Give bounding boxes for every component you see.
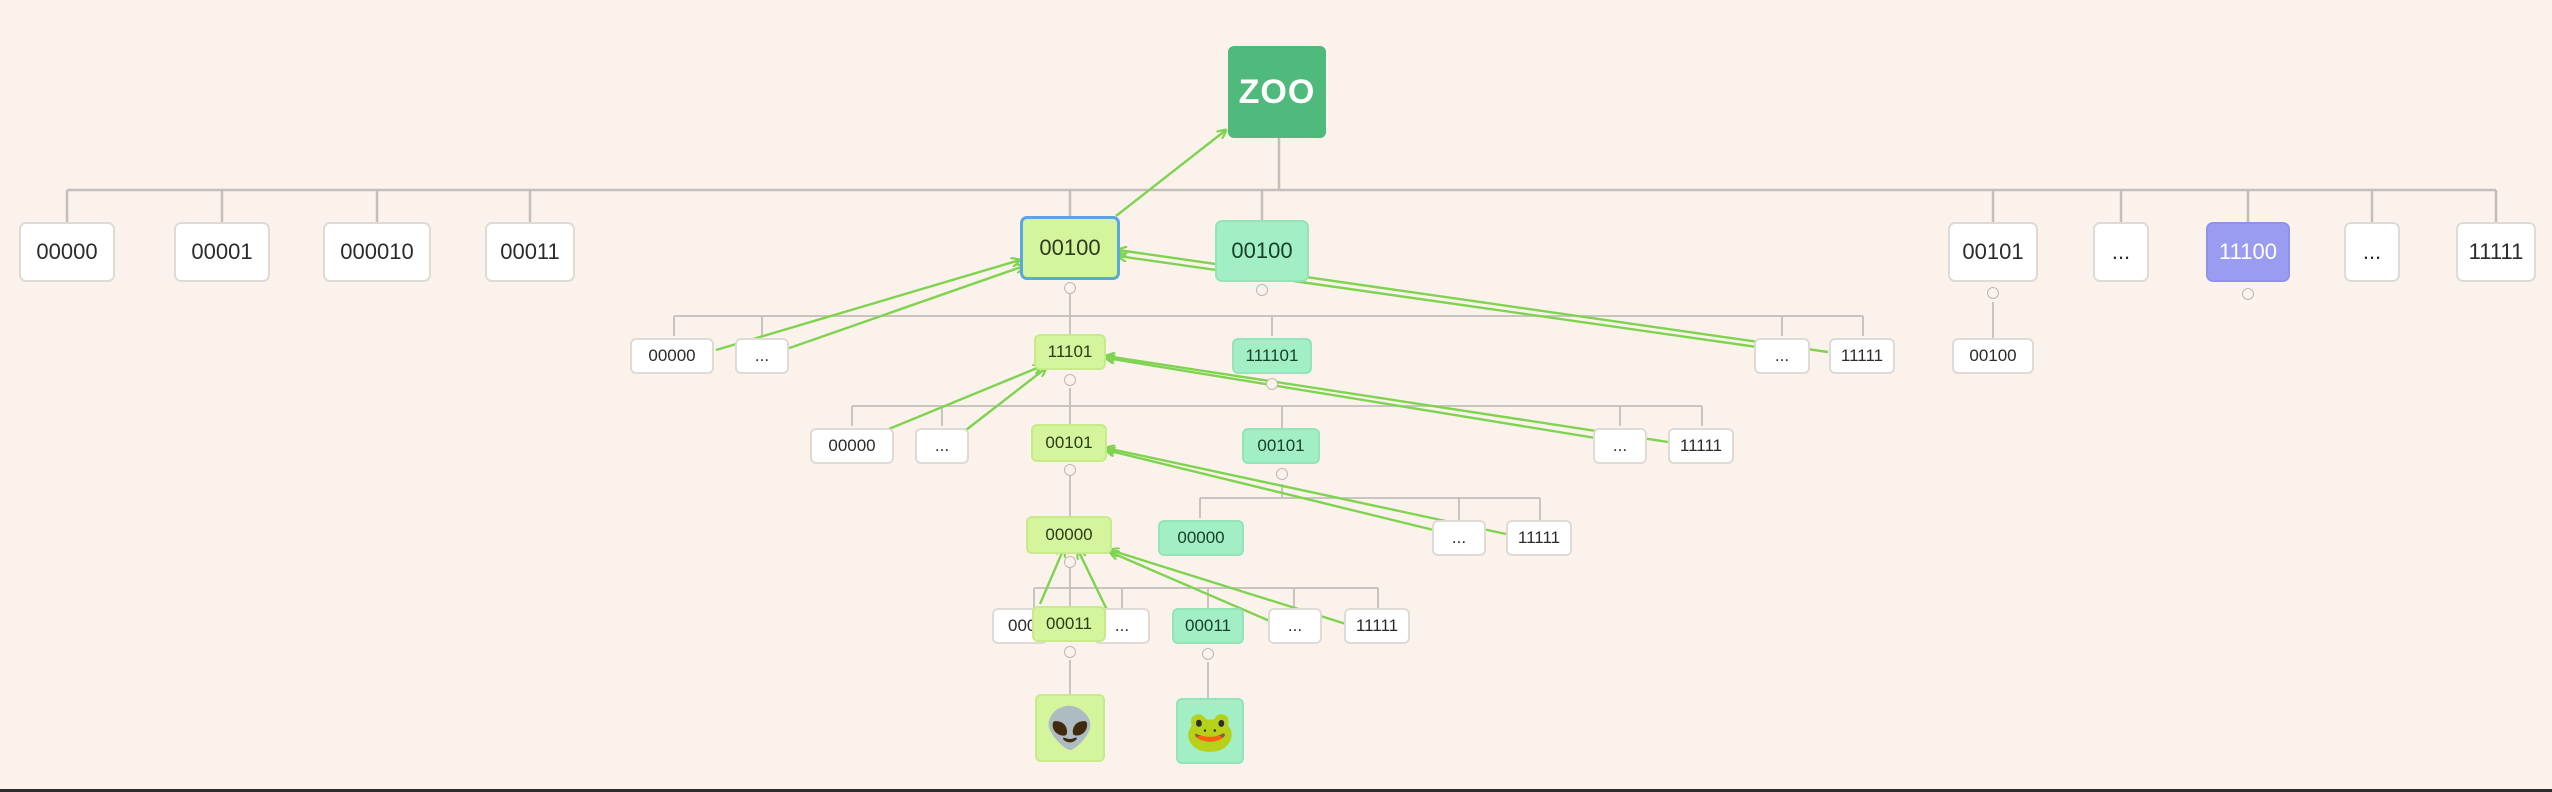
node-11111[interactable]: 11111 bbox=[2456, 222, 2536, 282]
node-ellipsis[interactable]: ... bbox=[1754, 338, 1810, 374]
node-11101-lime[interactable]: 11101 bbox=[1034, 334, 1106, 370]
node-00001[interactable]: 00001 bbox=[174, 222, 270, 282]
node-00000-lime[interactable]: 00000 bbox=[1026, 516, 1112, 554]
node-00101-lime[interactable]: 00101 bbox=[1031, 424, 1107, 462]
node-11111[interactable]: 11111 bbox=[1668, 428, 1734, 464]
collapse-toggle-icon[interactable] bbox=[1064, 556, 1076, 568]
collapse-toggle-icon[interactable] bbox=[1276, 468, 1288, 480]
node-00100[interactable]: 00100 bbox=[1952, 338, 2034, 374]
collapse-toggle-icon[interactable] bbox=[1256, 284, 1268, 296]
node-11111[interactable]: 11111 bbox=[1829, 338, 1895, 374]
node-11100[interactable]: 11100 bbox=[2206, 222, 2290, 282]
node-ellipsis[interactable]: ... bbox=[2093, 222, 2149, 282]
node-00101-mint[interactable]: 00101 bbox=[1242, 428, 1320, 464]
node-ellipsis[interactable]: ... bbox=[1432, 520, 1486, 556]
node-00000[interactable]: 00000 bbox=[19, 222, 115, 282]
node-00011[interactable]: 00011 bbox=[485, 222, 575, 282]
alien-icon[interactable]: 👽 bbox=[1035, 694, 1105, 762]
node-111101-mint[interactable]: 111101 bbox=[1232, 338, 1312, 374]
node-00100-selected[interactable]: 00100 bbox=[1020, 216, 1120, 280]
node-ellipsis[interactable]: ... bbox=[1593, 428, 1647, 464]
node-11111[interactable]: 11111 bbox=[1344, 608, 1410, 644]
node-ellipsis[interactable]: ... bbox=[1268, 608, 1322, 644]
bottom-border bbox=[0, 789, 2552, 792]
frog-icon[interactable]: 🐸 bbox=[1176, 698, 1244, 764]
collapse-toggle-icon[interactable] bbox=[1064, 646, 1076, 658]
node-00101[interactable]: 00101 bbox=[1948, 222, 2038, 282]
node-00000[interactable]: 00000 bbox=[810, 428, 894, 464]
node-00000[interactable]: 00000 bbox=[630, 338, 714, 374]
collapse-toggle-icon[interactable] bbox=[1064, 374, 1076, 386]
path-arrows bbox=[715, 130, 1829, 626]
node-ellipsis[interactable]: ... bbox=[915, 428, 969, 464]
root-node-zoo[interactable]: ZOO bbox=[1228, 46, 1326, 138]
collapse-toggle-icon[interactable] bbox=[1987, 287, 1999, 299]
collapse-toggle-icon[interactable] bbox=[1202, 648, 1214, 660]
node-00100-mint[interactable]: 00100 bbox=[1215, 220, 1309, 282]
node-ellipsis[interactable]: ... bbox=[735, 338, 789, 374]
collapse-toggle-icon[interactable] bbox=[1266, 378, 1278, 390]
tree-branches bbox=[65, 138, 2498, 222]
collapse-toggle-icon[interactable] bbox=[2242, 288, 2254, 300]
tree-branches-lower bbox=[673, 294, 1994, 698]
collapse-toggle-icon[interactable] bbox=[1064, 464, 1076, 476]
node-00011-mint[interactable]: 00011 bbox=[1172, 608, 1244, 644]
node-11111[interactable]: 11111 bbox=[1506, 520, 1572, 556]
node-00000-mint[interactable]: 00000 bbox=[1158, 520, 1244, 556]
node-00011-lime[interactable]: 00011 bbox=[1032, 606, 1106, 642]
node-000010[interactable]: 000010 bbox=[323, 222, 431, 282]
node-ellipsis[interactable]: ... bbox=[2344, 222, 2400, 282]
collapse-toggle-icon[interactable] bbox=[1064, 282, 1076, 294]
